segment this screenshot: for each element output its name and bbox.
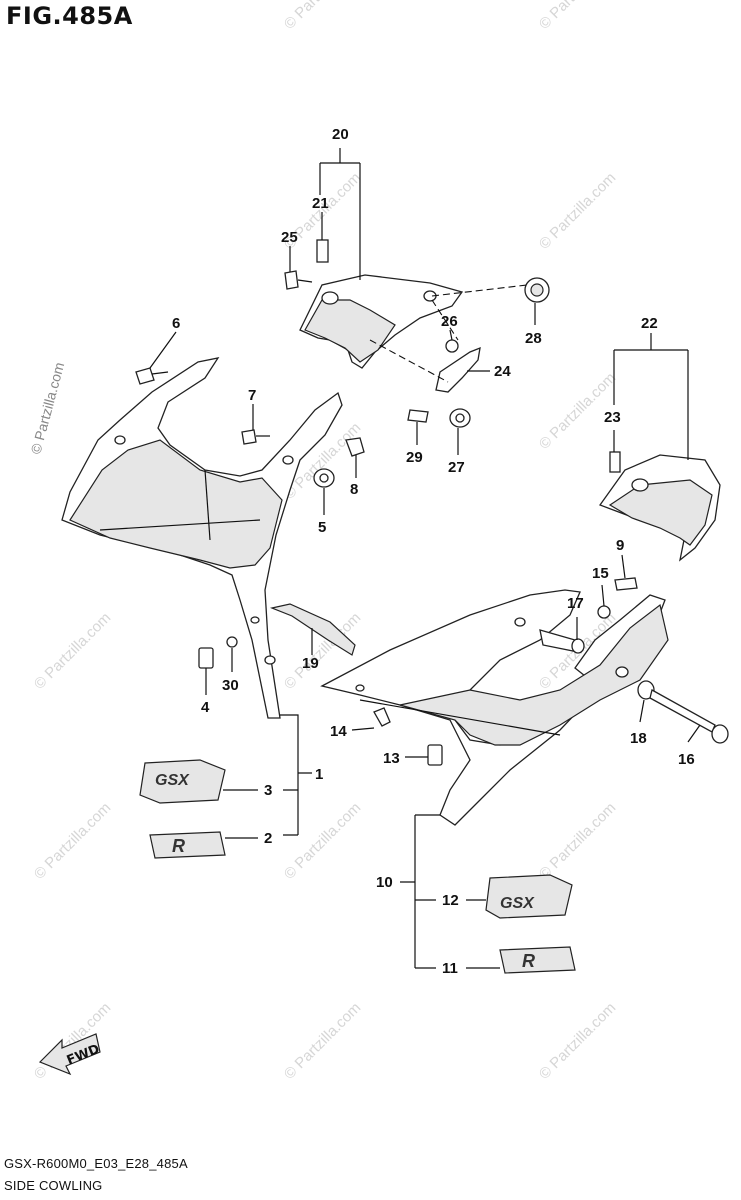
lower-side-cowling	[320, 589, 669, 826]
callout-2: 2	[264, 830, 272, 847]
callout-10: 10	[376, 874, 393, 891]
callout-23: 23	[604, 409, 621, 426]
watermark: © Partzilla.com	[31, 609, 114, 692]
callout-3: 3	[264, 782, 272, 799]
callout-9: 9	[616, 537, 624, 554]
decal-gsxr-12: GSX	[485, 874, 573, 919]
callout-8: 8	[350, 481, 358, 498]
callout-25: 25	[281, 229, 298, 246]
dashed-guides	[369, 284, 528, 383]
figure-code: GSX-R600M0_E03_E28_485A	[4, 1156, 188, 1171]
watermark: © Partzilla.com	[31, 799, 114, 882]
figure-title: FIG.485A	[6, 2, 133, 30]
callout-15: 15	[592, 565, 609, 582]
leader-lines	[149, 148, 701, 969]
callout-17: 17	[567, 595, 584, 612]
svg-text:GSX: GSX	[500, 895, 535, 912]
watermark: © Partzilla.com	[536, 0, 619, 33]
callout-14: 14	[330, 723, 347, 740]
callout-22: 22	[641, 315, 658, 332]
callout-1: 1	[315, 766, 323, 783]
svg-text:GSX: GSX	[155, 772, 190, 789]
callout-12: 12	[442, 892, 459, 909]
watermark: © Partzilla.com	[27, 361, 67, 456]
watermark: © Partzilla.com	[281, 0, 364, 33]
callout-11: 11	[442, 960, 458, 977]
callout-24: 24	[494, 363, 511, 380]
fasteners	[135, 270, 729, 766]
callout-21: 21	[312, 195, 329, 212]
callout-20: 20	[332, 126, 349, 143]
callout-30: 30	[222, 677, 239, 694]
decal-r-2: R	[149, 831, 226, 859]
svg-text:R: R	[522, 951, 535, 971]
callout-13: 13	[383, 750, 400, 767]
callout-6: 6	[172, 315, 180, 332]
callout-16: 16	[678, 751, 695, 768]
callout-27: 27	[448, 459, 465, 476]
main-side-cowling	[61, 357, 343, 719]
brace-strip	[269, 603, 356, 656]
watermark: © Partzilla.com	[281, 999, 364, 1082]
callout-7: 7	[248, 387, 256, 404]
callout-5: 5	[318, 519, 326, 536]
callout-19: 19	[302, 655, 319, 672]
watermark: © Partzilla.com	[536, 799, 619, 882]
callout-numbers: 20 21 25 6 7 8 5 26 24 28 27 29 22 23 9 …	[172, 126, 695, 977]
svg-text:R: R	[172, 836, 185, 856]
decal-gsxr-3: GSX	[139, 759, 226, 804]
decal-r-11: R	[499, 946, 576, 974]
callout-28: 28	[525, 330, 542, 347]
watermark: © Partzilla.com	[281, 799, 364, 882]
watermark: © Partzilla.com	[536, 999, 619, 1082]
upper-bracket-cover	[299, 239, 464, 369]
watermark: © Partzilla.com	[536, 169, 619, 252]
figure-name: SIDE COWLING	[4, 1178, 103, 1193]
watermark: © Partzilla.com	[31, 999, 114, 1082]
callout-26: 26	[441, 313, 458, 330]
callout-4: 4	[201, 699, 210, 716]
callout-18: 18	[630, 730, 647, 747]
callout-29: 29	[406, 449, 423, 466]
right-upper-panel	[598, 451, 721, 562]
